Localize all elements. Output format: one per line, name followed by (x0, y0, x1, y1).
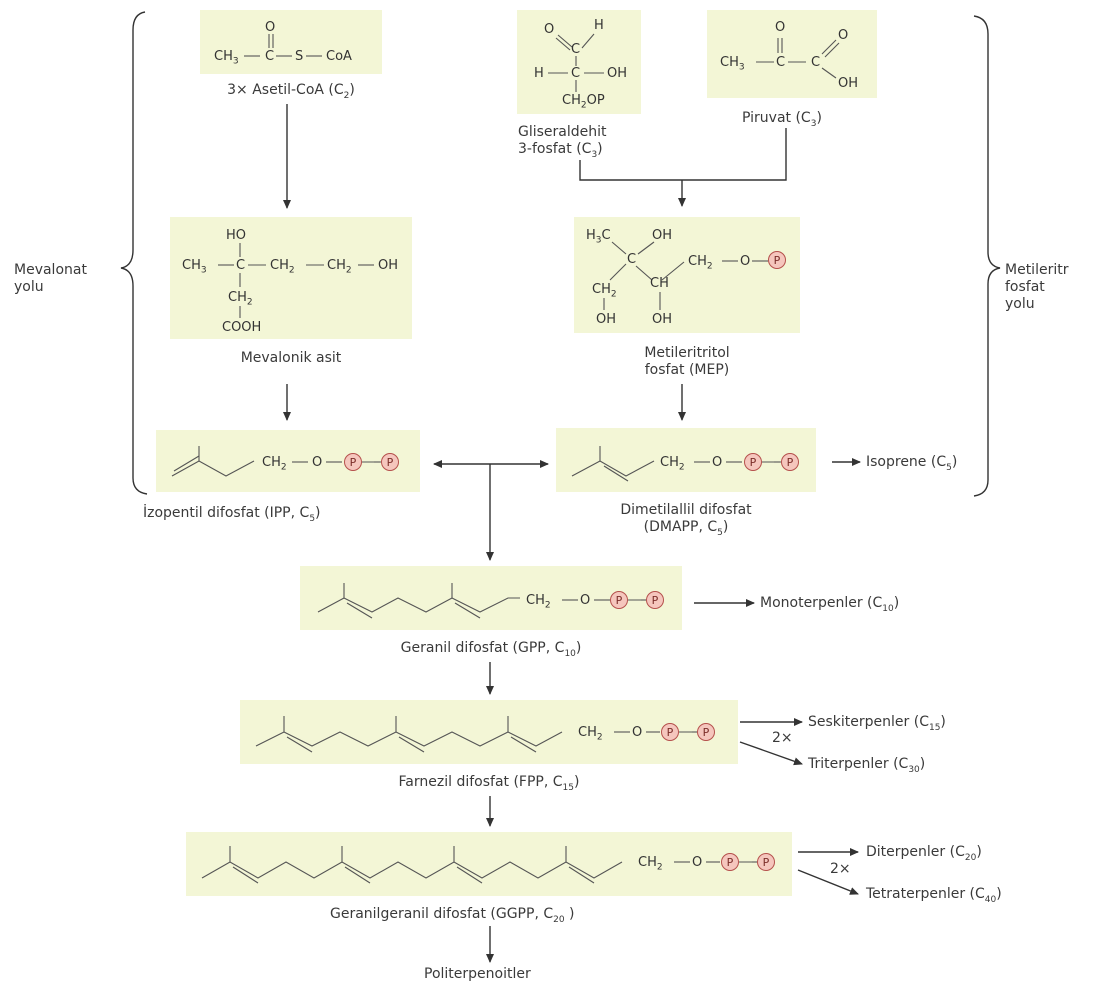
gpp-label: Geranil difosfat (GPP, C10) (400, 640, 582, 659)
diterpenes-label: Diterpenler (C20) (866, 844, 982, 863)
mep-ch2b-group: CH2 (592, 282, 617, 300)
monoterpenes-label: Monoterpenler (C10) (760, 595, 900, 614)
gap-c-atom: C (571, 42, 581, 57)
gpp-o-atom: O (580, 593, 591, 608)
dmapp-label: Dimetilallil difosfat(DMAPP, C5) (620, 502, 752, 538)
pyruvate-label: Piruvat (C3) (742, 110, 822, 129)
acetyl-coa-structure-box (200, 10, 382, 74)
mep-c-atom: C (627, 252, 637, 267)
pyruvate-structure-box (707, 10, 877, 98)
sesquiterpenes-label: Seskiterpenler (C15) (808, 714, 946, 733)
ggpp-ch2-group: CH2 (638, 855, 663, 873)
fpp-phosphate-circle-2: P (697, 723, 715, 741)
pyruvate-ch3: CH3 (720, 55, 745, 73)
gpp-ch2-group: CH2 (526, 593, 551, 611)
polyterpenoids-label: Politerpenoitler (424, 966, 531, 982)
mevalonic-ch2b: CH2 (327, 258, 352, 276)
mep-brace (973, 15, 1001, 497)
isoprene-label: Isoprene (C5) (866, 454, 958, 473)
mevalonic-ch2a: CH2 (270, 258, 295, 276)
pyruvate-oh-group: OH (838, 76, 859, 91)
gpp-phosphate-circle-1: P (610, 591, 628, 609)
dmapp-o-atom: O (712, 455, 723, 470)
ggpp-2x-multiplier: 2× (830, 861, 851, 877)
mevalonic-acid-label: Mevalonik asit (240, 350, 342, 366)
fpp-o-atom: O (632, 725, 643, 740)
acetyl-c-atom: C (265, 49, 275, 64)
acetyl-s-atom: S (295, 49, 304, 64)
mevalonic-ho-group: HO (226, 228, 247, 243)
fpp-phosphate-circle-1: P (661, 723, 679, 741)
mep-phosphate-circle: P (768, 251, 786, 269)
mep-ch-group: CH (650, 276, 669, 291)
pyruvate-c2-atom: C (811, 55, 821, 70)
ggpp-structure-box (186, 832, 792, 896)
dmapp-phosphate-circle-2: P (781, 453, 799, 471)
fpp-label: Farnezil difosfat (FPP, C15) (398, 774, 580, 793)
acetyl-ch3: CH3 (214, 49, 239, 67)
pyruvate-o2-atom: O (838, 28, 849, 43)
gap-o-atom: O (544, 22, 555, 37)
acetyl-coa-label: 3× Asetil-CoA (C2) (227, 82, 355, 101)
mevalonic-ch3: CH3 (182, 258, 207, 276)
ipp-o-atom: O (312, 455, 323, 470)
ipp-phosphate-circle-2: P (381, 453, 399, 471)
ggpp-label: Geranilgeranil difosfat (GGPP, C20 ) (330, 906, 575, 925)
pyruvate-c1-atom: C (776, 55, 786, 70)
ipp-ch2-group: CH2 (262, 455, 287, 473)
pyruvate-o1-atom: O (775, 20, 786, 35)
dmapp-phosphate-circle-1: P (744, 453, 762, 471)
ggpp-phosphate-circle-1: P (721, 853, 739, 871)
acetyl-o-atom: O (265, 20, 276, 35)
gap-structure-box (517, 10, 641, 114)
ggpp-phosphate-circle-2: P (757, 853, 775, 871)
fpp-2x-multiplier: 2× (772, 730, 793, 746)
mep-ch2-group: CH2 (688, 254, 713, 272)
gpp-phosphate-circle-2: P (646, 591, 664, 609)
acetyl-coa-group: CoA (326, 49, 352, 64)
mep-structure-box (574, 217, 800, 333)
dmapp-structure-box (556, 428, 816, 492)
tetraterpenes-label: Tetraterpenler (C40) (866, 886, 1002, 905)
fpp-ch2-group: CH2 (578, 725, 603, 743)
mep-oh2-group: OH (596, 312, 617, 327)
mep-oh1-group: OH (652, 228, 673, 243)
ipp-label: İzopentil difosfat (IPP, C5) (143, 505, 321, 524)
triterpenes-label: Triterpenler (C30) (808, 756, 926, 775)
mevalonic-structure-box (170, 217, 412, 339)
mep-h3c-group: H3C (586, 228, 611, 246)
mevalonic-oh-group: OH (378, 258, 399, 273)
ggpp-o-atom: O (692, 855, 703, 870)
gap-h2-atom: H (534, 66, 544, 81)
mevalonic-cooh-group: COOH (222, 320, 262, 335)
ipp-phosphate-circle-1: P (344, 453, 362, 471)
dmapp-ch2-group: CH2 (660, 455, 685, 473)
mevalonic-c-atom: C (236, 258, 246, 273)
gap-h-atom: H (594, 18, 604, 33)
gap-c2-atom: C (571, 66, 581, 81)
mep-o-atom: O (740, 254, 751, 269)
gap-oh-group: OH (607, 66, 628, 81)
mevalonic-ch2c: CH2 (228, 290, 253, 308)
mevalonate-brace (120, 11, 148, 495)
mep-oh3-group: OH (652, 312, 673, 327)
gap-ch2op-group: CH2OP (562, 93, 605, 111)
